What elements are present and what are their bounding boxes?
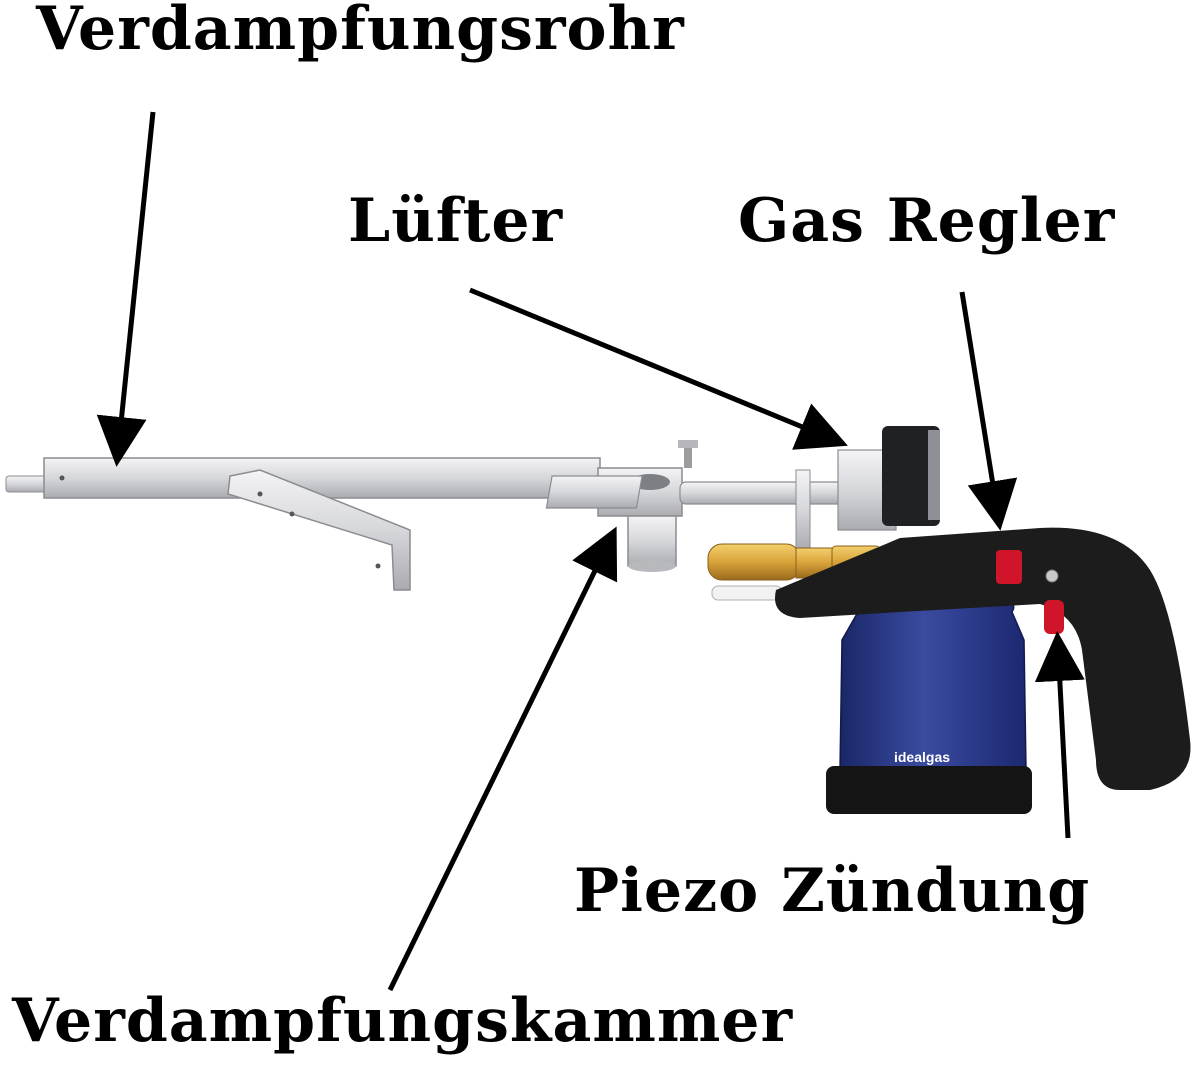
- callout-arrows: [96, 111, 1085, 992]
- arrow-gas-regulator: [959, 291, 1018, 531]
- label-vaporization-chamber: Verdampfungskammer: [12, 986, 794, 1056]
- label-piezo-ignition: Piezo Zündung: [574, 856, 1091, 926]
- pistol-grip: [775, 527, 1191, 790]
- label-fan: Lüfter: [348, 186, 564, 256]
- gas-cartridge: idealgas: [826, 595, 1032, 814]
- fan: [837, 426, 940, 531]
- connecting-rod: [679, 469, 851, 551]
- support-strut: [227, 469, 411, 591]
- piezo-trigger[interactable]: [1044, 600, 1064, 634]
- cartridge-brand: idealgas: [894, 749, 950, 765]
- arrow-vaporization-chamber: [387, 526, 618, 992]
- label-vaporization-tube: Verdampfungsrohr: [36, 0, 685, 64]
- arrow-vaporization-tube: [96, 111, 156, 467]
- arrow-fan: [469, 287, 848, 450]
- vaporization-chamber: [545, 440, 698, 572]
- arrow-piezo-ignition: [1034, 631, 1085, 839]
- label-gas-regulator: Gas Regler: [738, 186, 1116, 256]
- gas-regulator-knob[interactable]: [996, 550, 1022, 584]
